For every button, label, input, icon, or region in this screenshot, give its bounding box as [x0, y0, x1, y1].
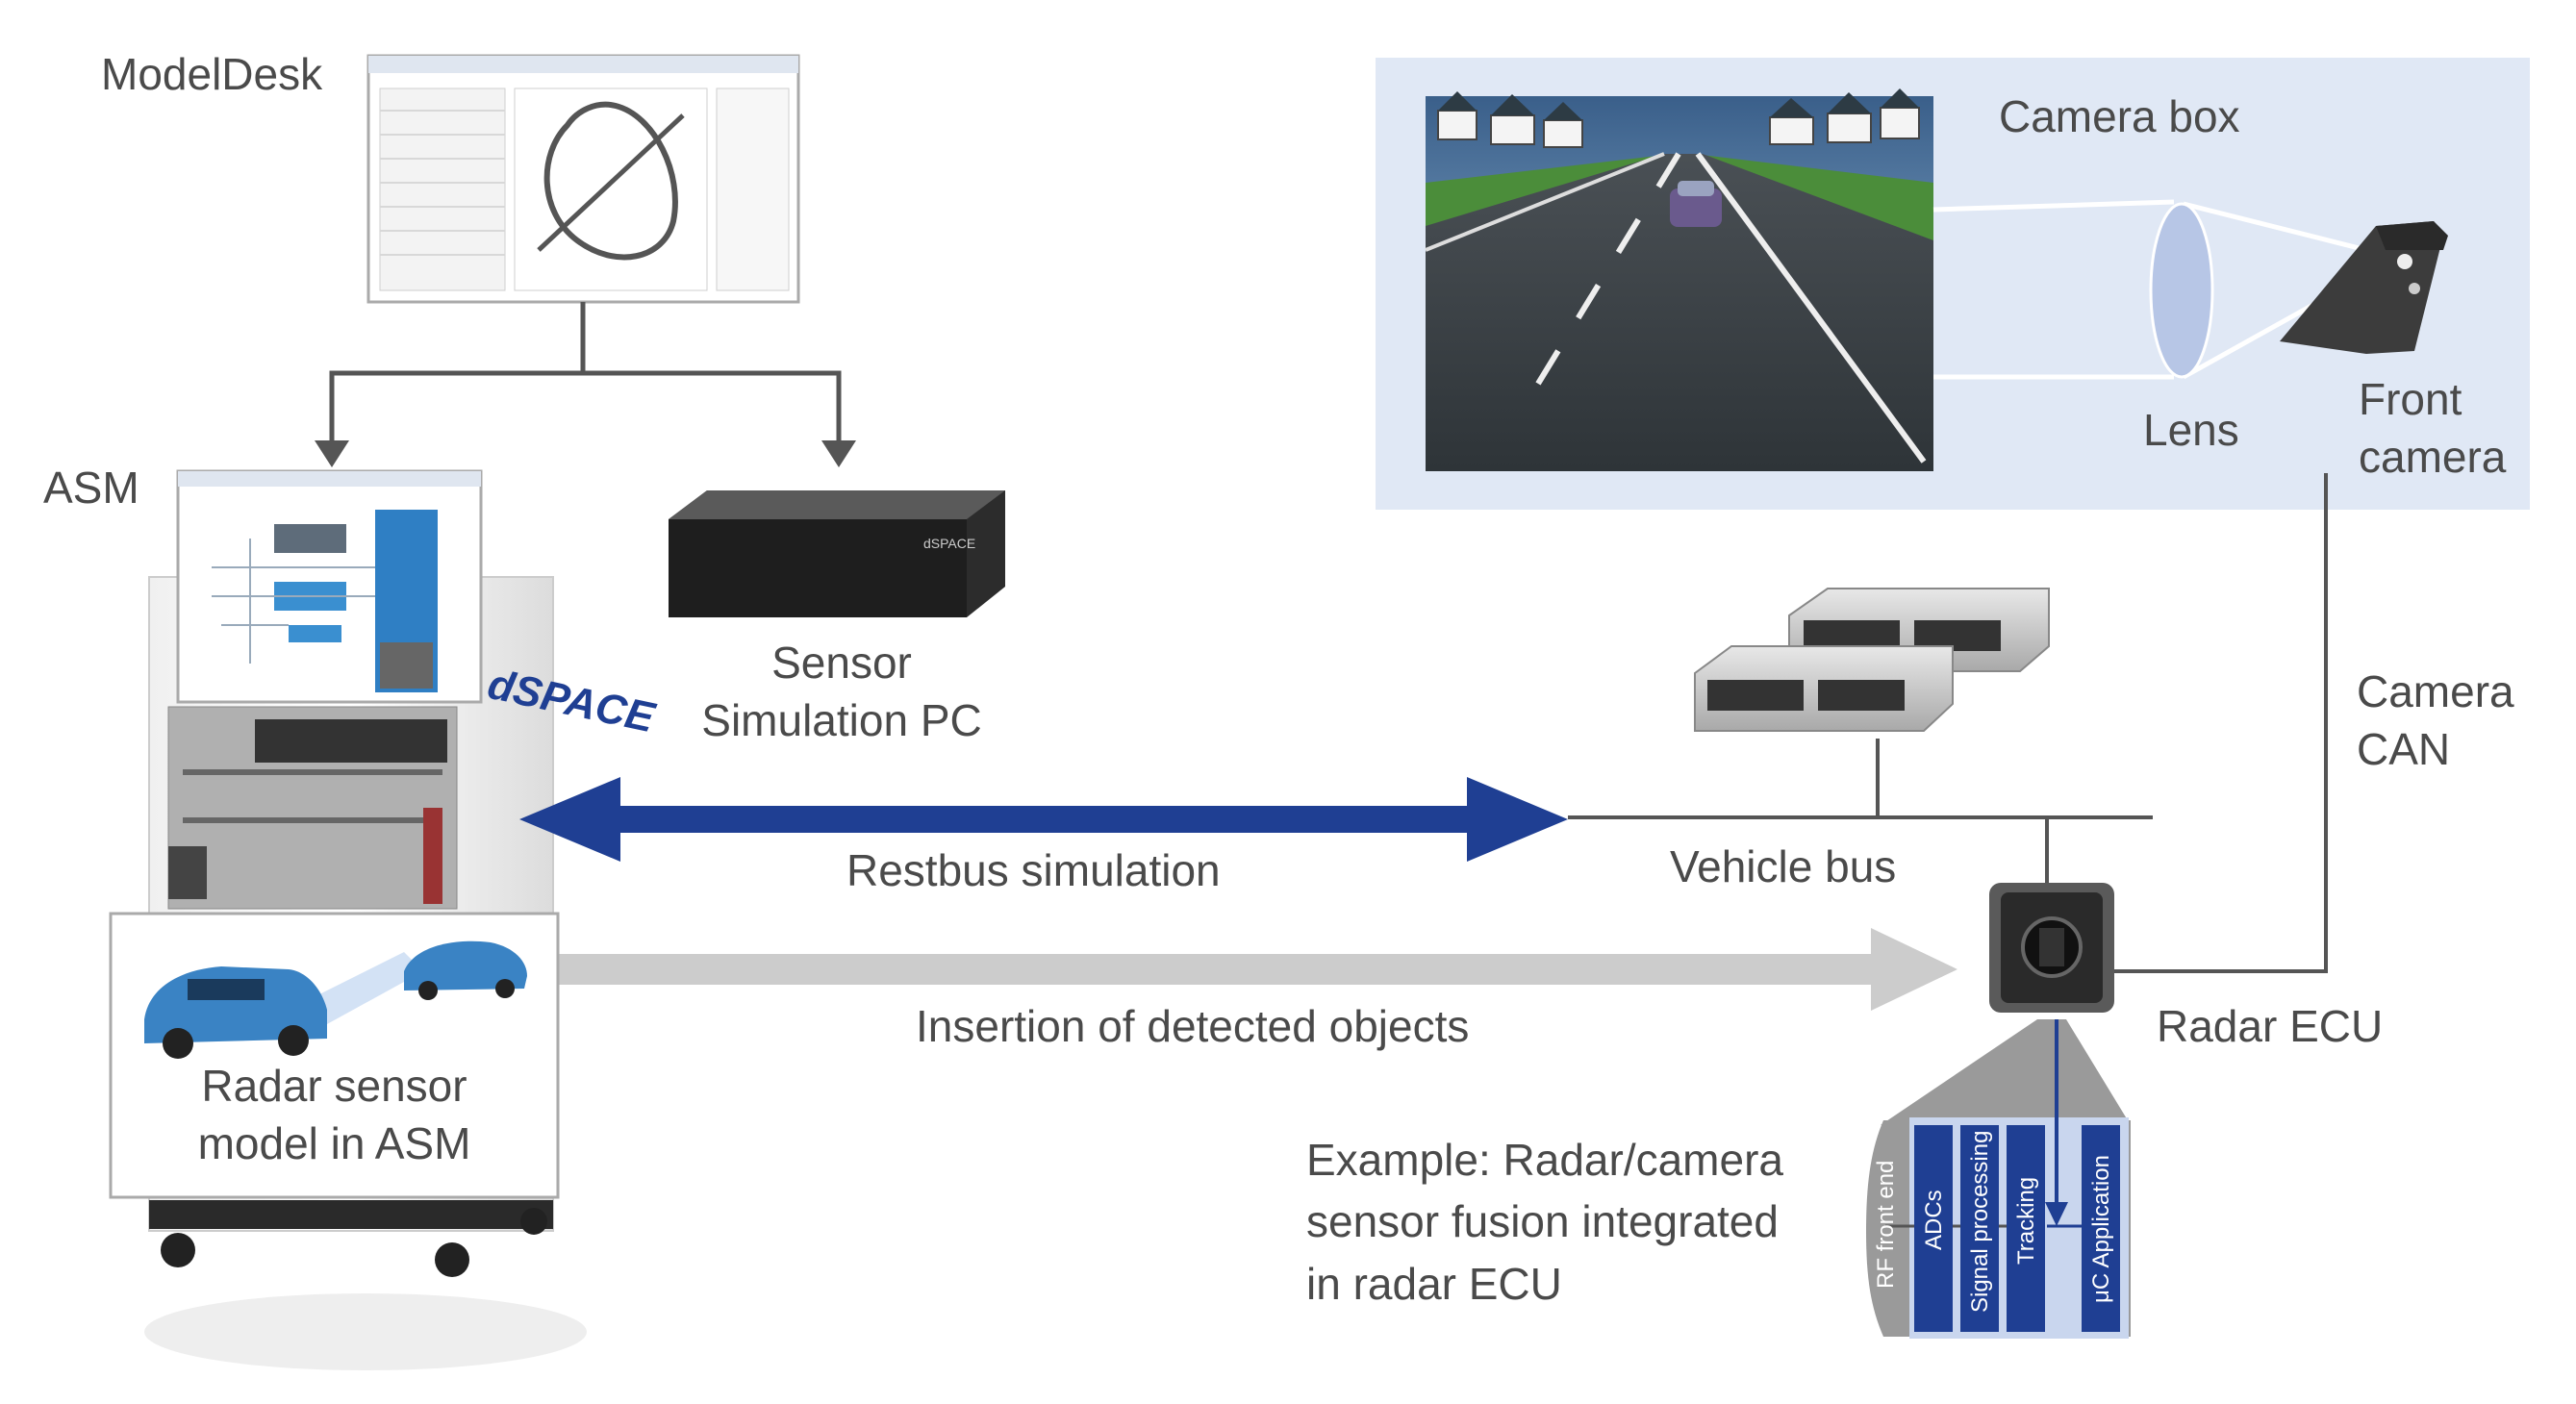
vehicle-bus-label: Vehicle bus: [1670, 841, 1897, 891]
front-camera-label-line2: camera: [2359, 431, 2507, 482]
camera-ray: [2183, 201, 2387, 258]
ecu-internals: [1866, 1019, 2131, 1339]
insertion-label: Insertion of detected objects: [916, 1001, 1470, 1051]
ecu-block-mc: [2082, 1125, 2120, 1332]
ecu-label-rf: RF front end: [1873, 1161, 1899, 1289]
camera-ray: [1932, 199, 2175, 213]
ecu-label-adc: ADCs: [1921, 1190, 1947, 1250]
camera-can-label-line1: Camera: [2357, 666, 2514, 716]
restbus-arrow: [519, 777, 1568, 862]
ecu-housing-icon: [1694, 588, 2050, 732]
insertion-arrow: [558, 928, 1957, 1011]
example-label-line3: in radar ECU: [1306, 1258, 1562, 1309]
camera-can-line: [2114, 473, 2328, 973]
ecu-label-signal: Signal processing: [1967, 1131, 1993, 1313]
camera-icon: [2280, 221, 2448, 354]
ecu-block-adc: [1914, 1125, 1953, 1332]
modeldesk-connector: [329, 302, 842, 442]
ecu-label-tracking: Tracking: [2013, 1177, 2039, 1265]
arrowhead-to-pc: [821, 440, 856, 467]
ecu-label-mc: μC Application: [2088, 1155, 2114, 1303]
camera-can-label: Camera CAN: [2357, 664, 2514, 779]
restbus-label: Restbus simulation: [846, 845, 1221, 895]
car-icon: [144, 966, 327, 1059]
radar-model-label-line2: model in ASM: [197, 1117, 471, 1168]
radar-model-label-line1: Radar sensor: [201, 1061, 467, 1111]
front-camera-label-line1: Front: [2359, 374, 2462, 424]
radar-ecu-label: Radar ECU: [2157, 1001, 2384, 1051]
asm-label: ASM: [43, 463, 139, 513]
sensor-pc-label-line1: Sensor: [771, 638, 912, 688]
radar-zoom-wedge: [1881, 1019, 2131, 1125]
lens-icon: [2149, 202, 2214, 379]
sensor-pc-label: Sensor Simulation PC: [664, 635, 1020, 750]
camera-can-label-line2: CAN: [2357, 723, 2451, 774]
pc-brand-logo: dSPACE: [923, 536, 975, 551]
example-label-line1: Example: Radar/camera: [1306, 1135, 1783, 1185]
ecu-block-tracking: [2007, 1125, 2045, 1332]
radar-sensor-icon: [1989, 883, 2114, 1013]
arrowhead-to-asm: [315, 440, 349, 467]
camera-box-label: Camera box: [1999, 91, 2240, 141]
pc-box-icon: [669, 490, 1005, 617]
car-icon: [404, 940, 527, 1000]
sensor-pc-label-line2: Simulation PC: [701, 694, 982, 745]
example-label-line2: sensor fusion integrated: [1306, 1196, 1779, 1247]
lens-label: Lens: [2143, 405, 2239, 455]
radar-model-label: Radar sensor model in ASM: [111, 1058, 558, 1173]
example-label: Example: Radar/camera sensor fusion inte…: [1306, 1129, 1783, 1315]
radar-model-box: [109, 912, 560, 1199]
asm-screenshot: [176, 469, 483, 704]
modeldesk-label: ModelDesk: [101, 49, 323, 99]
front-camera-label: Front camera: [2359, 371, 2506, 487]
road-scene-image: [1425, 88, 1933, 471]
modeldesk-screenshot: [366, 54, 800, 304]
ecu-block-signal: [1960, 1125, 1999, 1332]
